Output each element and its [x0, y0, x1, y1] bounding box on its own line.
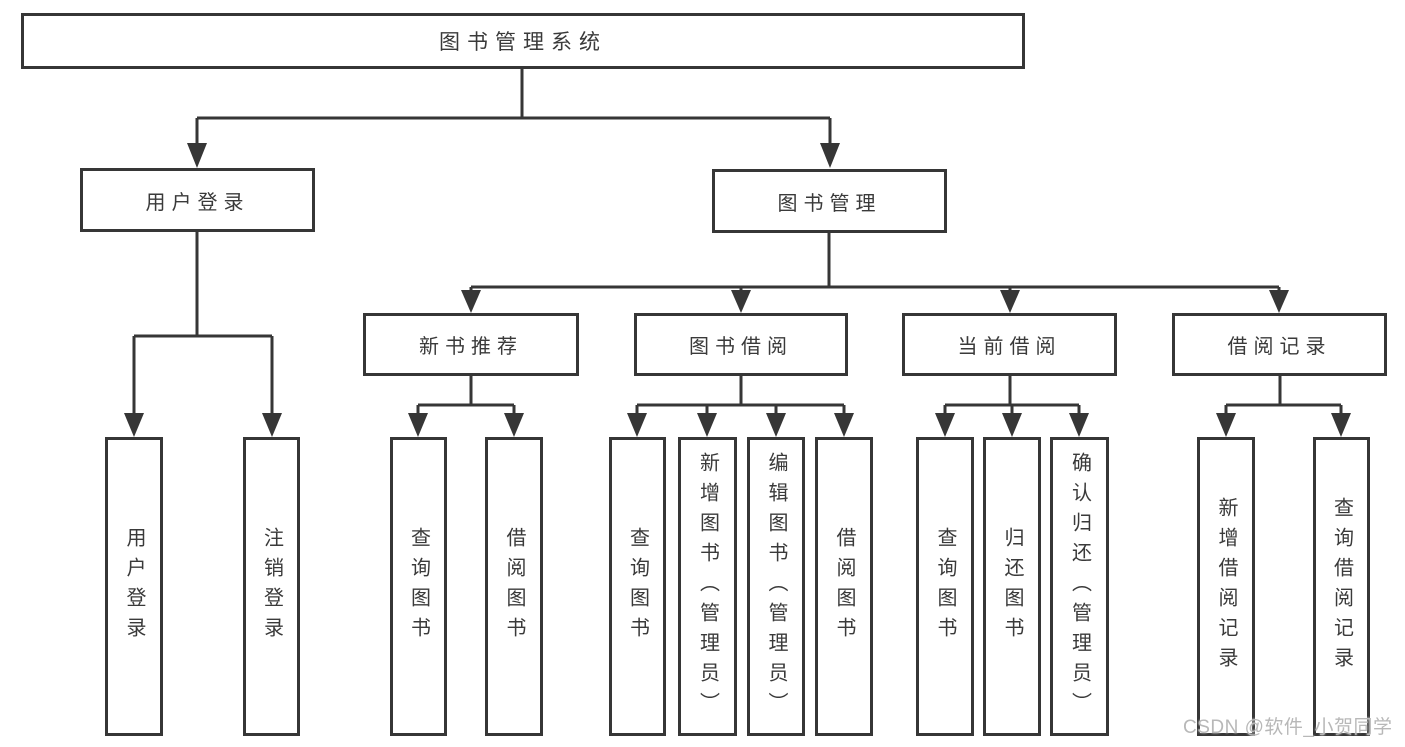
node-new-book-rec: 新书推荐 [363, 313, 579, 376]
edge-new-book-rec [416, 376, 516, 416]
node-leaf-query-book-1: 查询图书 [390, 437, 447, 736]
edge-user-login [132, 232, 274, 416]
node-leaf-query-book-3-label: 查询图书 [934, 526, 956, 647]
node-leaf-return-book: 归还图书 [983, 437, 1041, 736]
node-book-mgmt: 图书管理 [712, 169, 947, 233]
node-leaf-add-book: 新增图书（管理员） [678, 437, 737, 736]
arrowheads [124, 143, 1351, 437]
edge-borrow-records [1224, 376, 1343, 416]
node-leaf-query-book-2: 查询图书 [609, 437, 666, 736]
node-leaf-query-book-3: 查询图书 [916, 437, 974, 736]
node-leaf-add-record-label: 新增借阅记录 [1215, 496, 1237, 677]
node-leaf-logout-label: 注销登录 [260, 526, 283, 647]
node-user-login: 用户登录 [80, 168, 315, 232]
node-current-borrow: 当前借阅 [902, 313, 1117, 376]
node-leaf-return-book-label: 归还图书 [1001, 526, 1023, 647]
node-leaf-add-record: 新增借阅记录 [1197, 437, 1255, 736]
node-leaf-borrow-book-1: 借阅图书 [485, 437, 543, 736]
node-borrow-records: 借阅记录 [1172, 313, 1387, 376]
node-leaf-confirm-return: 确认归还（管理员） [1050, 437, 1109, 736]
node-leaf-user-login: 用户登录 [105, 437, 163, 736]
node-leaf-query-book-2-label: 查询图书 [626, 526, 649, 647]
edge-book-mgmt [469, 233, 1281, 292]
node-book-borrow-label: 图书借阅 [689, 336, 793, 358]
edge-current-borrow [943, 376, 1081, 416]
node-leaf-user-login-label: 用户登录 [123, 526, 145, 647]
node-root: 图书管理系统 [21, 13, 1025, 69]
node-leaf-add-book-label: 新增图书（管理员） [696, 451, 719, 722]
edge-book-borrow [635, 376, 846, 416]
node-leaf-confirm-return-label: 确认归还（管理员） [1068, 451, 1091, 722]
node-leaf-borrow-book-2: 借阅图书 [815, 437, 873, 736]
node-user-login-label: 用户登录 [145, 191, 250, 214]
node-book-mgmt-label: 图书管理 [777, 192, 882, 215]
node-leaf-logout: 注销登录 [243, 437, 300, 736]
node-leaf-borrow-book-2-label: 借阅图书 [833, 526, 855, 647]
node-leaf-edit-book-label: 编辑图书（管理员） [765, 451, 787, 722]
node-root-label: 图书管理系统 [439, 31, 607, 54]
csdn-watermark: CSDN @软件_小贺同学 [1183, 717, 1393, 738]
node-leaf-query-record-label: 查询借阅记录 [1330, 496, 1353, 677]
node-leaf-borrow-book-1-label: 借阅图书 [503, 526, 525, 647]
node-leaf-edit-book: 编辑图书（管理员） [747, 437, 805, 736]
node-leaf-query-book-1-label: 查询图书 [407, 526, 430, 647]
node-leaf-query-record: 查询借阅记录 [1313, 437, 1370, 736]
node-current-borrow-label: 当前借阅 [957, 336, 1062, 358]
node-borrow-records-label: 借阅记录 [1227, 336, 1332, 358]
edge-root [195, 69, 832, 146]
node-new-book-rec-label: 新书推荐 [419, 336, 523, 358]
node-book-borrow: 图书借阅 [634, 313, 848, 376]
